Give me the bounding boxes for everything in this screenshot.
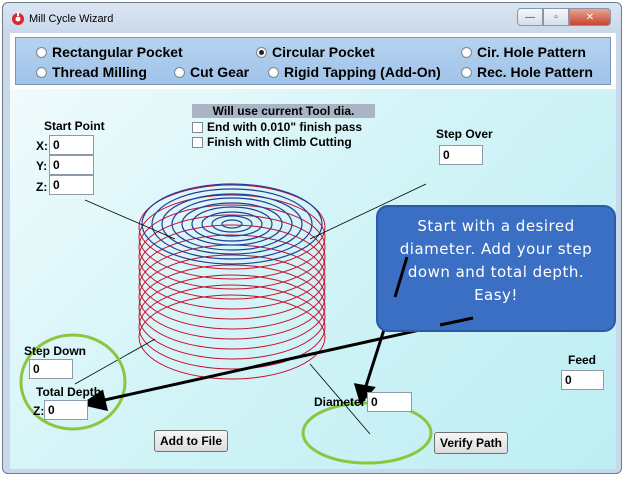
tool-diameter-note: Will use current Tool dia. [192, 104, 375, 118]
radio-indicator [36, 46, 47, 58]
diameter-highlight-circle [301, 401, 433, 465]
step-down-highlight-circle [19, 333, 127, 431]
start-y-input[interactable]: 0 [49, 155, 94, 175]
climb-cutting-checkbox[interactable]: Finish with Climb Cutting [192, 135, 352, 149]
radio-thread-milling[interactable]: Thread Milling [36, 64, 147, 80]
start-x-label: X: [36, 139, 48, 153]
step-over-label: Step Over [436, 127, 493, 141]
maximize-icon: ▫ [554, 11, 558, 23]
pocket-depth-rings [138, 184, 326, 380]
maximize-button[interactable]: ▫ [543, 8, 569, 26]
radio-indicator [174, 66, 185, 78]
checkbox-box [192, 121, 203, 133]
instruction-callout: Start with a desired diameter. Add your … [376, 205, 616, 332]
leader-lines [74, 183, 427, 435]
total-depth-label: Total Depth [36, 385, 102, 399]
start-x-input[interactable]: 0 [49, 135, 94, 155]
radio-indicator-selected [256, 46, 267, 58]
radio-rigid-tapping[interactable]: Rigid Tapping (Add-On) [268, 64, 441, 80]
add-to-file-button[interactable]: Add to File [154, 430, 228, 452]
start-y-label: Y: [36, 159, 48, 173]
mill-app-icon [12, 12, 24, 25]
close-button[interactable]: ✕ [569, 8, 611, 26]
verify-path-button[interactable]: Verify Path [434, 432, 508, 454]
radio-indicator [36, 66, 47, 78]
diameter-label: Diameter [314, 395, 366, 409]
step-over-input[interactable]: 0 [439, 145, 483, 165]
total-depth-input[interactable]: 0 [44, 400, 88, 420]
step-down-input[interactable]: 0 [29, 359, 73, 379]
start-z-label: Z: [36, 180, 48, 194]
feed-input[interactable]: 0 [561, 370, 604, 390]
toolpath-illustration [19, 183, 466, 465]
radio-circular-pocket[interactable]: Circular Pocket [256, 44, 375, 60]
pocket-spiral-rings [141, 183, 323, 265]
window-title: Mill Cycle Wizard [29, 13, 114, 25]
radio-rectangular-pocket[interactable]: Rectangular Pocket [36, 44, 183, 60]
radio-cir-hole-pattern[interactable]: Cir. Hole Pattern [461, 44, 586, 60]
checkbox-box [192, 136, 203, 148]
diameter-input[interactable]: 0 [367, 392, 412, 412]
cycle-type-selector: Rectangular Pocket Circular Pocket Cir. … [15, 37, 611, 85]
title-bar: Mill Cycle Wizard — ▫ ✕ [3, 3, 621, 33]
radio-indicator [461, 66, 472, 78]
total-depth-z-label: Z: [33, 404, 45, 418]
radio-indicator [461, 46, 472, 58]
wizard-client-area: Rectangular Pocket Circular Pocket Cir. … [10, 33, 616, 469]
start-point-label: Start Point [44, 119, 105, 133]
circular-pocket-panel: Will use current Tool dia. End with 0.01… [10, 89, 616, 469]
close-icon: ✕ [585, 11, 595, 23]
mill-cycle-wizard-window: Mill Cycle Wizard — ▫ ✕ Rectangular Pock… [2, 2, 622, 474]
finish-pass-checkbox[interactable]: End with 0.010" finish pass [192, 120, 362, 134]
minimize-button[interactable]: — [517, 8, 543, 26]
radio-rec-hole-pattern[interactable]: Rec. Hole Pattern [461, 64, 593, 80]
step-down-label: Step Down [24, 344, 86, 358]
radio-cut-gear[interactable]: Cut Gear [174, 64, 249, 80]
radio-indicator [268, 66, 279, 78]
start-z-input[interactable]: 0 [49, 175, 94, 195]
minimize-icon: — [525, 11, 535, 23]
feed-label: Feed [568, 353, 597, 367]
